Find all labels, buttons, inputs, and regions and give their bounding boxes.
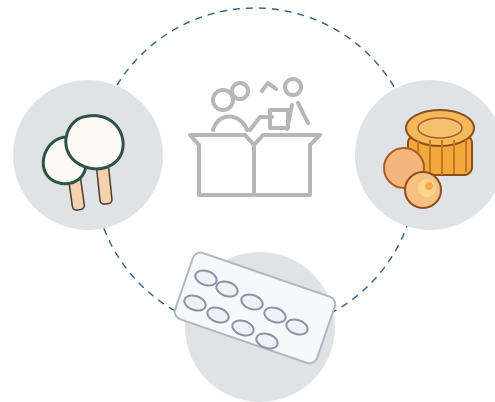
mooncake-icon <box>383 109 475 209</box>
right-node <box>355 80 495 230</box>
bottom-node <box>173 251 337 402</box>
left-node <box>13 80 163 230</box>
pill-blister-pack-icon <box>173 251 337 365</box>
rice-cake-on-sticks-icon <box>41 114 125 211</box>
gift-box-icon <box>188 77 322 197</box>
